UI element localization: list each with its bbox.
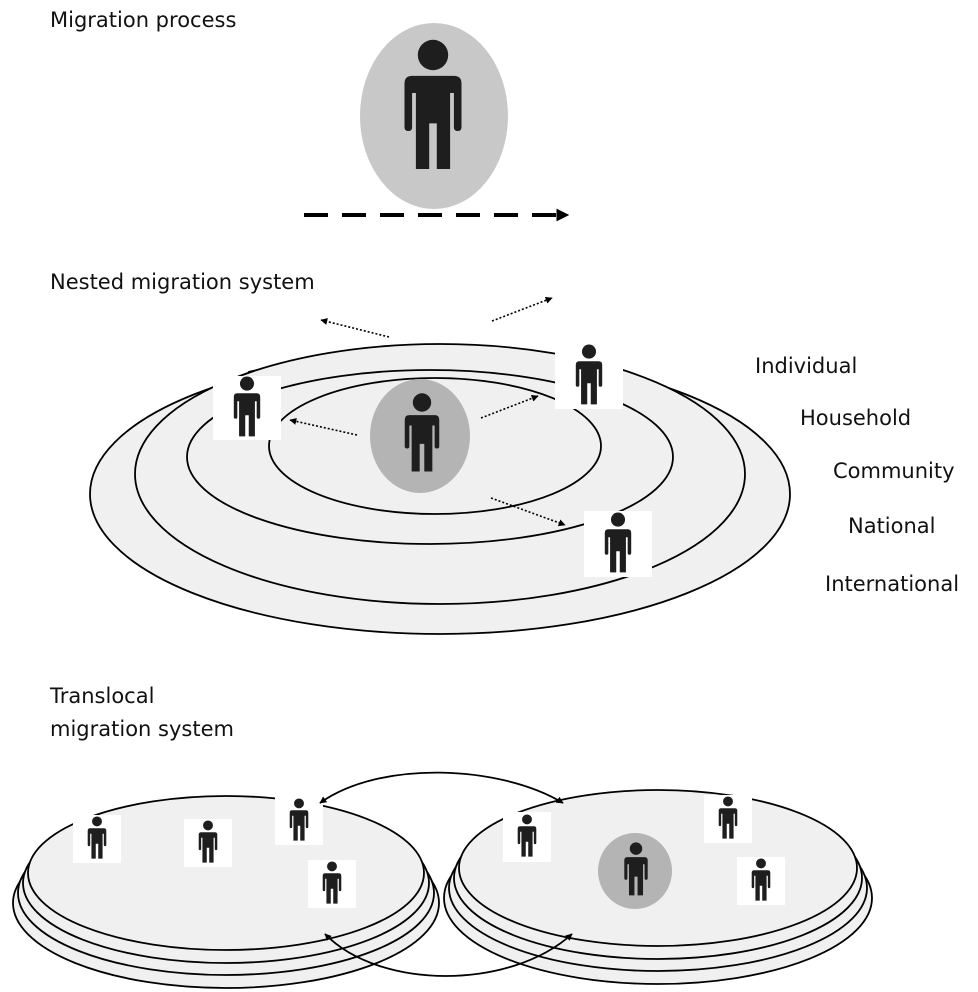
label-translocal-line1: Translocal [50, 684, 155, 708]
left-locality-disc [27, 795, 425, 951]
migration-process-group [304, 23, 570, 222]
curved-arrow [319, 771, 564, 804]
level-label-national: National [848, 514, 936, 538]
label-translocal-line2: migration system [50, 717, 234, 741]
level-label-international: International [825, 572, 960, 596]
level-label-household: Household [800, 406, 912, 430]
dotted-arrow [491, 296, 553, 322]
label-migration-process: Migration process [50, 8, 237, 32]
dotted-arrow [289, 417, 358, 436]
translocal-system-group [12, 771, 873, 989]
label-nested-migration-system: Nested migration system [50, 270, 315, 294]
dotted-arrow [490, 497, 566, 527]
level-label-community: Community [833, 459, 955, 483]
level-label-individual: Individual [755, 354, 858, 378]
curved-arrow [324, 933, 573, 977]
nested-system-group [89, 296, 791, 635]
dotted-arrow [320, 318, 390, 338]
